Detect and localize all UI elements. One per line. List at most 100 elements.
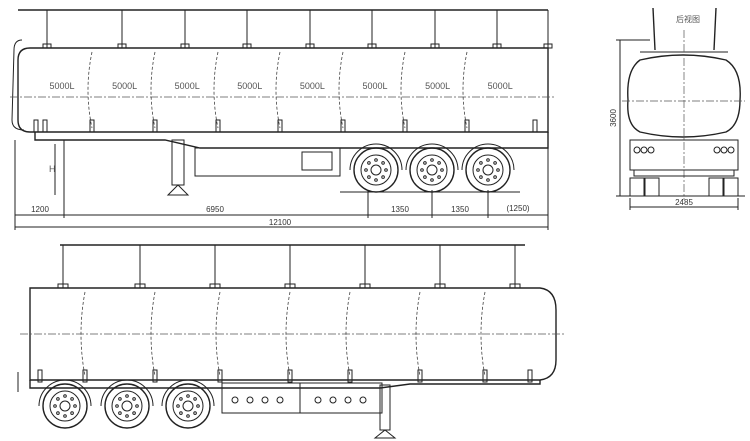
wheel-nut xyxy=(132,411,136,415)
bracket xyxy=(482,369,488,383)
compartment-label: 5000L xyxy=(488,81,513,91)
wheel-nut xyxy=(193,397,197,401)
wheel xyxy=(42,383,88,429)
bracket xyxy=(217,369,223,383)
bracket xyxy=(402,119,408,133)
manhole-cover xyxy=(209,283,221,289)
dim-axle-spacing-1: 1350 xyxy=(391,205,409,214)
manhole-cover xyxy=(543,43,553,49)
bracket xyxy=(532,119,538,133)
bracket xyxy=(82,369,88,383)
compartment-divider xyxy=(80,291,86,377)
compartment-divider xyxy=(415,291,421,377)
compartment-divider xyxy=(150,51,156,129)
wheel-nut xyxy=(384,168,388,172)
wheel-nut xyxy=(430,158,434,162)
wheel xyxy=(353,147,399,193)
manhole-cover xyxy=(492,43,502,49)
valve xyxy=(314,396,322,404)
wheel-nut xyxy=(179,397,183,401)
wheel-nut xyxy=(193,411,197,415)
wheel-nut xyxy=(479,175,483,179)
manhole-cover xyxy=(509,283,521,289)
wheel-nut xyxy=(135,404,139,408)
bracket xyxy=(42,119,48,133)
wheel-nut xyxy=(176,404,180,408)
compartment-label: 5000L xyxy=(49,81,74,91)
wheel-nut xyxy=(367,161,371,165)
wheel-nut xyxy=(115,404,119,408)
wheel-nut xyxy=(437,175,441,179)
wheel-hub xyxy=(121,400,133,412)
fender xyxy=(461,143,515,171)
bracket xyxy=(152,119,158,133)
dim-axle-spacing-2: 1350 xyxy=(451,205,469,214)
bracket xyxy=(152,369,158,383)
tool-box xyxy=(301,151,333,171)
manhole-cover xyxy=(359,283,371,289)
compartment-divider xyxy=(480,291,486,377)
wheel-nut xyxy=(63,394,67,398)
wheel-nut xyxy=(374,158,378,162)
wheel-nut xyxy=(56,411,60,415)
dim-rear-width: 2485 xyxy=(675,198,693,207)
wheel-nut xyxy=(364,168,368,172)
wheel-nut xyxy=(56,397,60,401)
compartment-divider xyxy=(462,51,468,129)
wheel-nut xyxy=(118,411,122,415)
compartment-divider xyxy=(215,291,221,377)
compartment-divider xyxy=(275,51,281,129)
wheel-nut xyxy=(367,175,371,179)
side-box xyxy=(194,147,341,177)
wheel-hub xyxy=(370,164,382,176)
wheel-nut xyxy=(493,161,497,165)
height-label: H xyxy=(49,164,56,174)
bracket xyxy=(277,119,283,133)
wheel-nut xyxy=(486,178,490,182)
compartment-divider xyxy=(400,51,406,129)
wheel-hub xyxy=(426,164,438,176)
wheel-nut xyxy=(423,161,427,165)
manhole-cover xyxy=(434,283,446,289)
wheel-nut xyxy=(73,404,77,408)
wheel-nut xyxy=(440,168,444,172)
compartment-label: 5000L xyxy=(425,81,450,91)
rear-lights xyxy=(633,146,735,154)
bracket xyxy=(464,119,470,133)
wheel-nut xyxy=(196,404,200,408)
wheel-nut xyxy=(420,168,424,172)
dim-rear-height: 3600 xyxy=(609,109,618,127)
wheel-nut xyxy=(186,394,190,398)
wheel-nut xyxy=(70,397,74,401)
rear-view-title: 后视图 xyxy=(676,14,700,24)
bracket xyxy=(89,119,95,133)
landing-leg xyxy=(166,139,190,196)
side-box-bottom xyxy=(221,382,383,414)
compartment-label: 5000L xyxy=(300,81,325,91)
wheel-nut xyxy=(53,404,57,408)
compartment-divider xyxy=(285,291,291,377)
compartment-label: 5000L xyxy=(175,81,200,91)
wheel xyxy=(165,383,211,429)
rear-tank-outline xyxy=(627,54,741,138)
wheel-nut xyxy=(70,411,74,415)
wheel-hub xyxy=(59,400,71,412)
bracket xyxy=(37,369,43,383)
valve xyxy=(359,396,367,404)
wheel-rim xyxy=(416,154,448,186)
manhole-cover xyxy=(134,283,146,289)
manhole-cover xyxy=(305,43,315,49)
wheel-nut xyxy=(179,411,183,415)
valve xyxy=(329,396,337,404)
bracket xyxy=(215,119,221,133)
side-view-top: H 1200 6950 1350 1350 (1250) 12100 xyxy=(10,9,555,230)
side-view-bottom xyxy=(17,244,565,439)
wheel-nut xyxy=(476,168,480,172)
manhole-cover xyxy=(42,43,52,49)
fender xyxy=(38,379,92,407)
wheel-rim xyxy=(49,390,81,422)
chassis-frame-bottom xyxy=(29,380,541,389)
bracket xyxy=(340,119,346,133)
dim-rear-overhang: (1250) xyxy=(506,204,529,213)
